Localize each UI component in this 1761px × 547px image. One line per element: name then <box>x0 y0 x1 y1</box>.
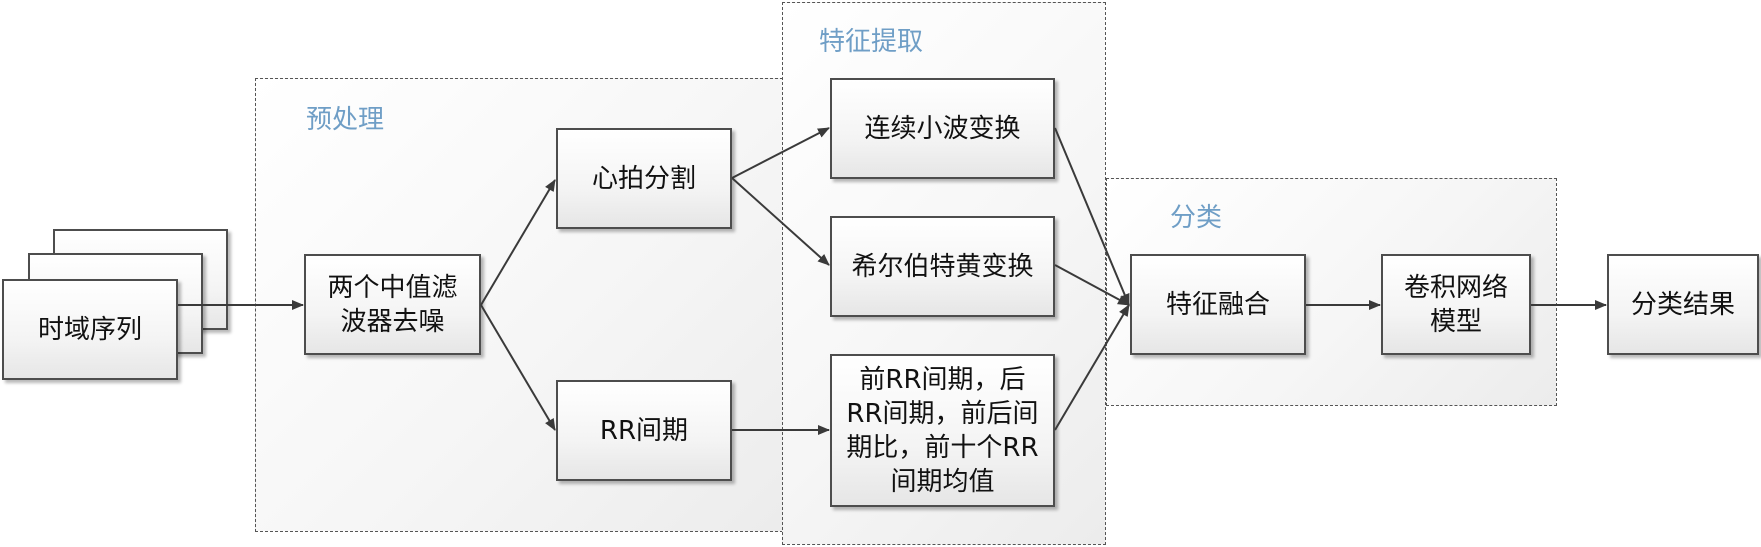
node-cnn: 卷积网络模型 <box>1381 254 1531 355</box>
arrow-cwt-to-fusion <box>1054 127 1130 306</box>
arrow-hht-to-fusion <box>1054 264 1130 306</box>
node-result-label: 分类结果 <box>1630 289 1735 320</box>
node-hht-label: 希尔伯特黄变换 <box>851 251 1034 282</box>
node-fusion: 特征融合 <box>1130 254 1306 355</box>
arrow-denoise-to-beat-seg <box>480 179 556 306</box>
node-result: 分类结果 <box>1607 254 1759 355</box>
arrow-denoise-to-rr-interval <box>480 304 556 431</box>
node-rr-interval-label: RR间期 <box>599 415 689 446</box>
node-hht: 希尔伯特黄变换 <box>830 216 1055 317</box>
node-rr-features-label: 前RR间期，后RR间期，前后间期比，前十个RR间期均值 <box>846 364 1039 497</box>
arrow-beat-seg-to-hht <box>731 177 830 266</box>
arrow-rr-features-to-fusion <box>1054 304 1130 431</box>
group-title-features: 特征提取 <box>819 27 924 57</box>
node-cwt-label: 连续小波变换 <box>864 113 1021 144</box>
node-denoise: 两个中值滤波器去噪 <box>304 254 481 355</box>
node-denoise-label: 两个中值滤波器去噪 <box>327 272 458 337</box>
node-beat-seg-label: 心拍分割 <box>591 163 696 194</box>
node-rr-features: 前RR间期，后RR间期，前后间期比，前十个RR间期均值 <box>830 354 1055 507</box>
node-time-series: 时域序列 <box>2 279 178 380</box>
node-fusion-label: 特征融合 <box>1165 289 1270 320</box>
node-cnn-label: 卷积网络模型 <box>1403 272 1508 337</box>
arrow-beat-seg-to-cwt <box>731 127 830 179</box>
node-beat-seg: 心拍分割 <box>556 128 732 229</box>
node-rr-interval: RR间期 <box>556 380 732 481</box>
node-cwt: 连续小波变换 <box>830 78 1055 179</box>
group-title-classify: 分类 <box>1170 203 1223 233</box>
node-time-series-label: 时域序列 <box>37 314 142 345</box>
group-title-preprocess: 预处理 <box>306 105 385 135</box>
